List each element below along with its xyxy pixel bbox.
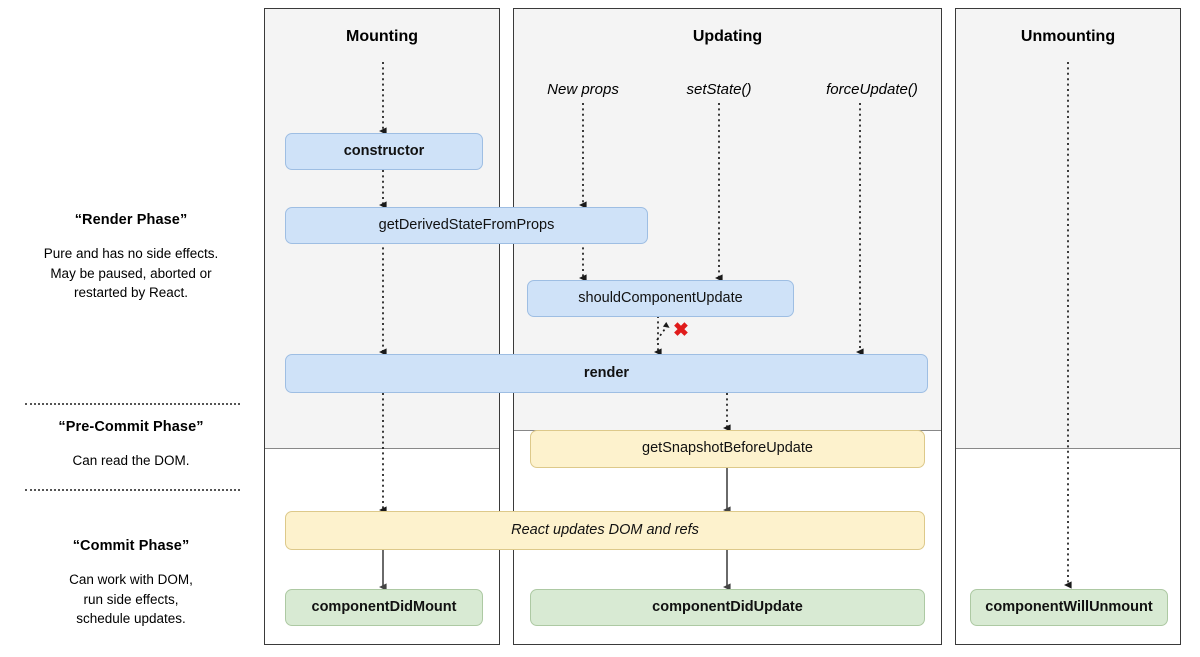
node-component-will-unmount[interactable]: componentWillUnmount: [970, 589, 1168, 626]
phase-title-commit: “Commit Phase”: [72, 538, 190, 554]
node-should-component-update[interactable]: shouldComponentUpdate: [527, 280, 794, 317]
column-title-updating: Updating: [692, 28, 763, 45]
rail-divider-top: [25, 403, 240, 405]
node-react-updates-dom-and-refs[interactable]: React updates DOM and refs: [285, 511, 925, 550]
trigger-label-force-update: forceUpdate(): [826, 81, 918, 98]
node-component-did-update[interactable]: componentDidUpdate: [530, 589, 925, 626]
phase-label-rail: “Render Phase” Pure and has no side effe…: [0, 0, 262, 657]
node-component-did-mount[interactable]: componentDidMount: [285, 589, 483, 626]
column-title-mounting: Mounting: [346, 28, 418, 45]
column-unmounting-render-band: [956, 9, 1180, 449]
phase-block-pre-commit: “Pre-Commit Phase” Can read the DOM.: [8, 419, 254, 471]
node-render[interactable]: render: [285, 354, 928, 393]
phase-desc-pre-commit: Can read the DOM.: [72, 453, 190, 468]
node-get-derived-state-from-props[interactable]: getDerivedStateFromProps: [285, 207, 648, 244]
column-title-unmounting: Unmounting: [1020, 28, 1116, 45]
phase-desc-render: Pure and has no side effects.May be paus…: [43, 246, 219, 301]
node-get-snapshot-before-update[interactable]: getSnapshotBeforeUpdate: [530, 430, 925, 468]
trigger-label-new-props: New props: [547, 81, 619, 98]
phase-desc-commit: Can work with DOM,run side effects,sched…: [69, 572, 193, 627]
skip-render-x-icon: ✖: [673, 320, 689, 341]
rail-divider-bottom: [25, 489, 240, 491]
phase-block-render: “Render Phase” Pure and has no side effe…: [8, 212, 254, 303]
phase-title-render: “Render Phase”: [74, 212, 188, 228]
phase-block-commit: “Commit Phase” Can work with DOM,run sid…: [8, 538, 254, 629]
phase-title-pre-commit: “Pre-Commit Phase”: [58, 419, 204, 435]
node-constructor[interactable]: constructor: [285, 133, 483, 170]
column-unmounting: Unmounting: [955, 8, 1181, 645]
trigger-label-set-state: setState(): [686, 81, 752, 98]
